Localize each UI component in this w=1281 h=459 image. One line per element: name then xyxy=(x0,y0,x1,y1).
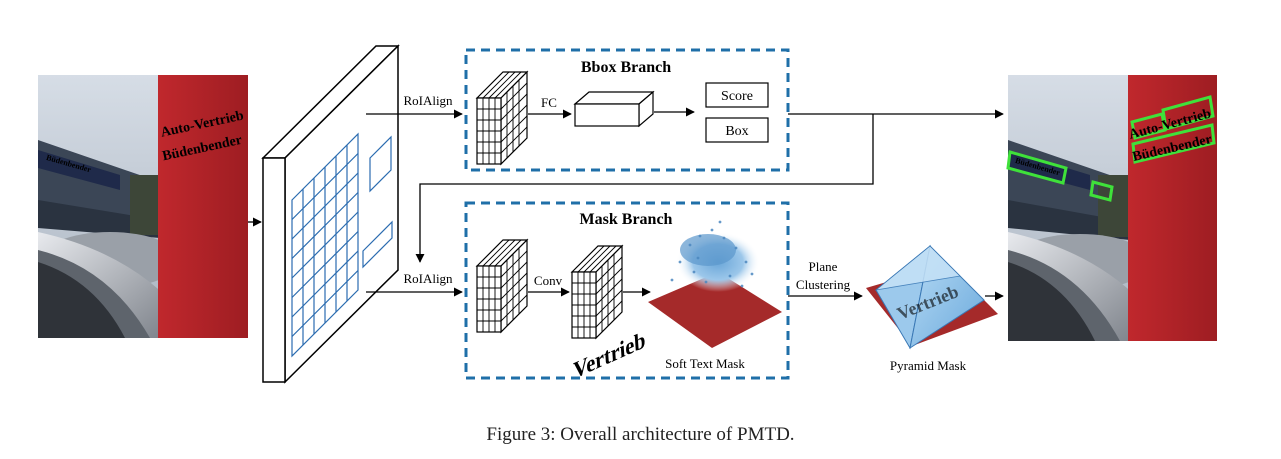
mask-branch-border xyxy=(464,201,790,380)
output-photo: Auto-Vertrieb Büdenbender Büdenbender xyxy=(1006,75,1217,341)
clustering-label: Clustering xyxy=(796,277,851,292)
plane-label: Plane xyxy=(809,259,838,274)
detection-boxes xyxy=(1006,95,1216,202)
score-label: Score xyxy=(721,89,753,104)
fc-label: FC xyxy=(541,95,557,110)
figure-caption: Figure 3: Overall architecture of PMTD. xyxy=(486,424,795,445)
box-feedback-arrow xyxy=(415,114,874,263)
score-box xyxy=(705,82,769,108)
bbox-branch-border xyxy=(464,48,790,172)
roialign-bottom-label: RoIAlign xyxy=(403,271,453,286)
box-box xyxy=(705,117,769,143)
backbone-grid xyxy=(291,132,393,358)
fc-layer-box xyxy=(573,90,655,128)
soft-text-mask-label: Soft Text Mask xyxy=(665,356,745,371)
mask-branch-title: Mask Branch xyxy=(580,211,673,228)
pyramid-mask-label: Pyramid Mask xyxy=(890,358,967,373)
roialign-top-label: RoIAlign xyxy=(403,93,453,108)
pyramid-mask-image: Vertrieb xyxy=(866,244,998,350)
conv-label: Conv xyxy=(534,273,563,288)
mask-conv-feature xyxy=(570,244,624,340)
box-label: Box xyxy=(725,124,748,139)
bbox-branch-title: Bbox Branch xyxy=(581,59,671,76)
bbox-roi-feature xyxy=(475,70,529,166)
mask-roi-feature xyxy=(475,238,529,334)
input-photo: Auto-Vertrieb Büdenbender Büdenbender xyxy=(38,75,248,338)
backbone-feature-map xyxy=(261,44,400,384)
